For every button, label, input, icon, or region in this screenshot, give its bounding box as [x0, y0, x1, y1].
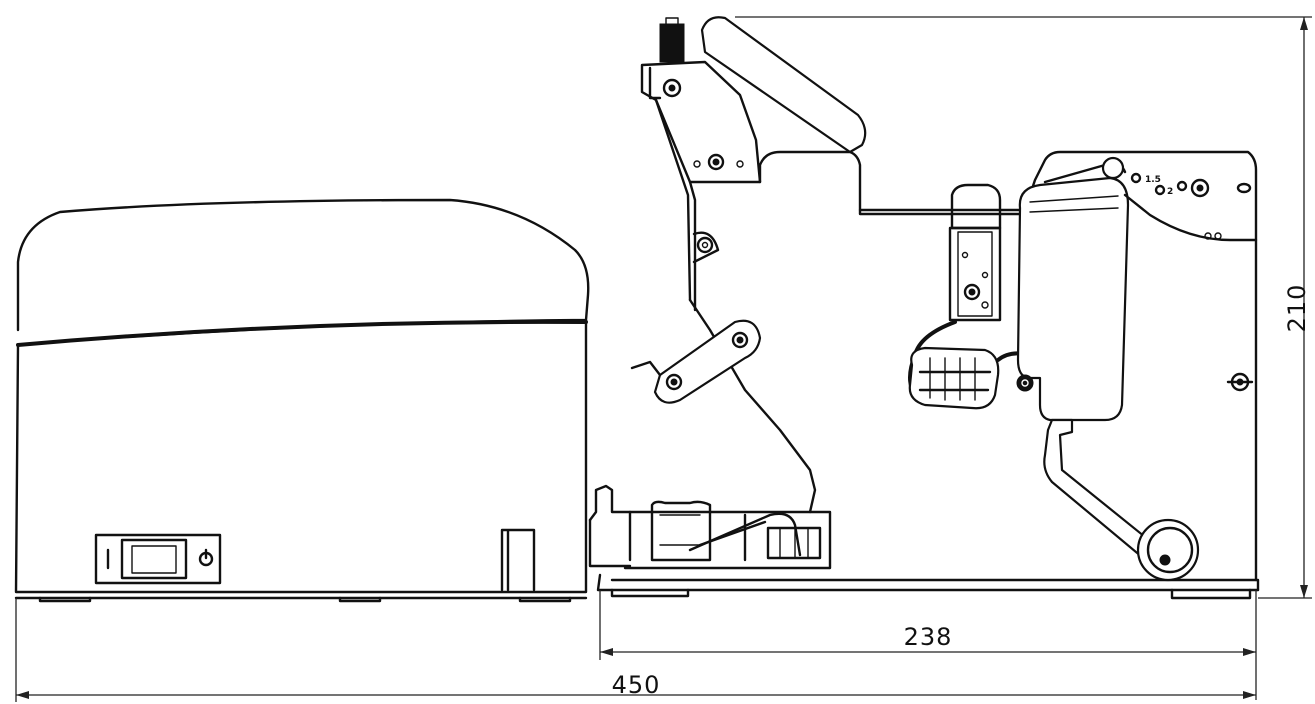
dimension-height: 210 — [735, 16, 1312, 599]
base-clip-assembly — [588, 484, 1260, 592]
side-plate — [758, 150, 1258, 582]
rear-connector — [500, 528, 536, 592]
height-value: 210 — [1283, 284, 1311, 333]
top-bracket — [640, 60, 762, 184]
guide-label-1: 1.5 — [1145, 175, 1161, 185]
dimension-unwinder-length: 238 — [599, 590, 1257, 700]
printer-body — [14, 320, 588, 594]
guide-label-2: 2 — [1167, 187, 1173, 197]
unwinder: 1.5 2 — [610, 16, 1260, 600]
power-switch — [94, 533, 222, 585]
sensor-bracket — [950, 183, 1002, 230]
roll-housing — [1016, 176, 1130, 422]
cable-connector — [908, 346, 1000, 410]
release-lever — [700, 16, 867, 154]
overall-length-value: 450 — [612, 671, 661, 699]
dimension-overall-length: 450 — [15, 598, 1256, 702]
printer — [14, 198, 590, 603]
roll-arm — [1043, 418, 1157, 564]
unwinder-base — [610, 578, 1260, 592]
unwinder-length-value: 238 — [904, 623, 953, 651]
printer-lid-seam — [16, 319, 588, 347]
